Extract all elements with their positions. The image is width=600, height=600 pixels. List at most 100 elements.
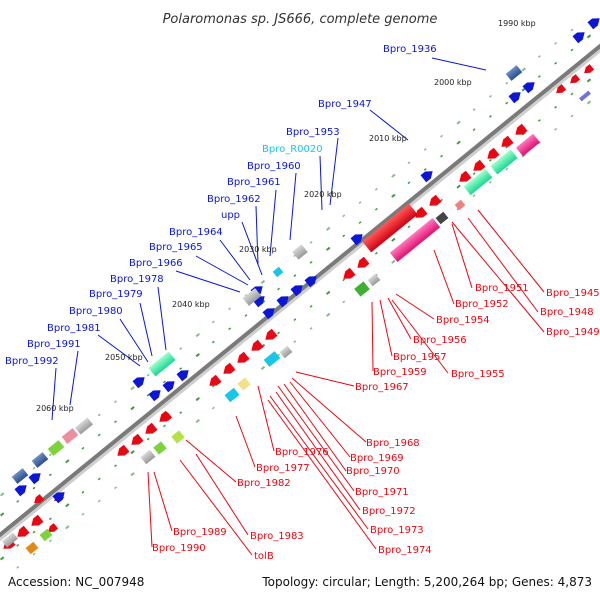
grey-gene-block[interactable] [74, 417, 94, 435]
large-gene-block[interactable] [362, 203, 418, 253]
reverse-gene-arrow[interactable] [115, 444, 130, 460]
gene-label[interactable]: Bpro_1970 [346, 466, 400, 477]
reverse-gene-arrow[interactable] [15, 525, 30, 541]
gene-label[interactable]: Bpro_1991 [27, 339, 81, 350]
gene-label[interactable]: Bpro_1957 [393, 352, 447, 363]
reverse-gene-arrow[interactable] [554, 84, 567, 96]
reverse-gene-arrow[interactable] [29, 514, 44, 530]
green-gene-block[interactable] [148, 351, 176, 377]
gene-label[interactable]: Bpro_1992 [5, 356, 59, 367]
gene-label[interactable]: Bpro_1966 [129, 258, 183, 269]
reverse-gene-arrow[interactable] [427, 194, 442, 210]
gene-label[interactable]: Bpro_1990 [152, 543, 206, 554]
grey-gene-block[interactable] [292, 244, 308, 260]
gene-label[interactable]: Bpro_1960 [247, 161, 301, 172]
pink-gene-block[interactable] [454, 199, 466, 211]
gene-label[interactable]: Bpro_1983 [250, 531, 304, 542]
gene-label[interactable]: Bpro_1956 [413, 335, 467, 346]
yellow-gene-block[interactable] [237, 377, 251, 391]
grey-gene-block[interactable] [279, 345, 293, 359]
pink-gene-block[interactable] [389, 217, 441, 263]
green-gene-block[interactable] [47, 440, 65, 456]
gene-label[interactable]: Bpro_1961 [227, 177, 281, 188]
reverse-gene-arrow[interactable] [485, 147, 500, 163]
dark-gene-block[interactable] [435, 211, 449, 225]
forward-gene-arrow[interactable] [148, 387, 164, 402]
gene-label[interactable]: Bpro_1936 [383, 44, 437, 55]
gene-label[interactable]: Bpro_1974 [378, 545, 432, 556]
reverse-gene-arrow[interactable] [207, 374, 222, 390]
gene-label[interactable]: tolB [254, 551, 274, 562]
reverse-gene-arrow[interactable] [471, 159, 486, 175]
gene-label[interactable]: Bpro_1955 [451, 369, 505, 380]
small-gene-block[interactable] [579, 90, 591, 102]
forward-gene-arrow[interactable] [262, 305, 278, 320]
green-gene-block[interactable] [490, 149, 518, 175]
forward-gene-arrow[interactable] [14, 482, 30, 497]
grey-gene-block[interactable] [140, 449, 156, 465]
gene-label[interactable]: Bpro_1980 [69, 306, 123, 317]
gene-label[interactable]: Bpro_1959 [373, 367, 427, 378]
reverse-gene-arrow[interactable] [263, 328, 278, 344]
gene-label[interactable]: Bpro_1968 [366, 438, 420, 449]
gene-label[interactable]: Bpro_1947 [318, 99, 372, 110]
gene-label[interactable]: Bpro_1951 [475, 283, 529, 294]
forward-gene-arrow[interactable] [162, 378, 178, 393]
forward-gene-arrow[interactable] [587, 15, 600, 30]
green-gene-block[interactable] [171, 430, 185, 444]
forward-gene-arrow[interactable] [290, 282, 306, 297]
reverse-gene-arrow[interactable] [46, 523, 59, 535]
gene-label[interactable]: Bpro_1949 [546, 327, 600, 338]
reverse-gene-arrow[interactable] [355, 256, 370, 272]
reverse-gene-arrow[interactable] [129, 433, 144, 449]
reverse-gene-arrow[interactable] [221, 362, 236, 378]
reverse-gene-arrow[interactable] [457, 170, 472, 186]
gene-label[interactable]: Bpro_1973 [370, 525, 424, 536]
gene-label[interactable]: Bpro_1969 [350, 453, 404, 464]
forward-gene-arrow[interactable] [52, 489, 68, 504]
blue-gene-block[interactable] [31, 452, 49, 468]
blue-gene-block[interactable] [11, 468, 29, 484]
gene-label[interactable]: upp [221, 210, 240, 221]
gene-label[interactable]: Bpro_1976 [275, 447, 329, 458]
blue-gene-block[interactable] [505, 65, 523, 81]
gene-label[interactable]: Bpro_1948 [540, 307, 594, 318]
reverse-gene-arrow[interactable] [568, 74, 581, 86]
gene-label[interactable]: Bpro_1962 [207, 194, 261, 205]
gene-label[interactable]: Bpro_1979 [89, 289, 143, 300]
rna-gene-block[interactable] [263, 351, 281, 367]
reverse-gene-arrow[interactable] [143, 422, 158, 438]
green-gene-block[interactable] [153, 441, 167, 455]
gene-label[interactable]: Bpro_1977 [256, 463, 310, 474]
forward-gene-arrow[interactable] [176, 367, 192, 382]
gene-label[interactable]: Bpro_1954 [436, 315, 490, 326]
reverse-gene-arrow[interactable] [582, 64, 595, 76]
forward-gene-arrow[interactable] [420, 168, 436, 183]
gene-label[interactable]: Bpro_1981 [47, 323, 101, 334]
forward-gene-arrow[interactable] [572, 29, 588, 44]
forward-gene-arrow[interactable] [276, 293, 292, 308]
reverse-gene-arrow[interactable] [249, 339, 264, 355]
grey-gene-block[interactable] [2, 532, 18, 548]
reverse-gene-arrow[interactable] [341, 267, 356, 283]
pink-gene-block[interactable] [515, 133, 541, 157]
gene-label[interactable]: Bpro_1978 [110, 274, 164, 285]
orange-gene-block[interactable] [25, 541, 39, 555]
forward-gene-arrow[interactable] [132, 374, 148, 389]
gene-label[interactable]: Bpro_1952 [455, 299, 509, 310]
gene-label[interactable]: Bpro_1945 [546, 288, 600, 299]
forward-gene-arrow[interactable] [508, 89, 524, 104]
green-gene-block[interactable] [463, 168, 493, 196]
gene-label[interactable]: Bpro_1965 [149, 242, 203, 253]
grey-gene-block[interactable] [242, 288, 262, 306]
gene-label[interactable]: Bpro_1964 [169, 227, 223, 238]
forward-gene-arrow[interactable] [28, 470, 44, 485]
reverse-gene-arrow[interactable] [499, 135, 514, 151]
gene-label[interactable]: Bpro_1953 [286, 127, 340, 138]
reverse-gene-arrow[interactable] [513, 123, 528, 139]
gene-label[interactable]: Bpro_1967 [355, 382, 409, 393]
gene-label[interactable]: Bpro_1982 [237, 478, 291, 489]
gene-label[interactable]: Bpro_1971 [355, 487, 409, 498]
forward-gene-arrow[interactable] [350, 231, 366, 246]
reverse-gene-arrow[interactable] [413, 206, 428, 222]
